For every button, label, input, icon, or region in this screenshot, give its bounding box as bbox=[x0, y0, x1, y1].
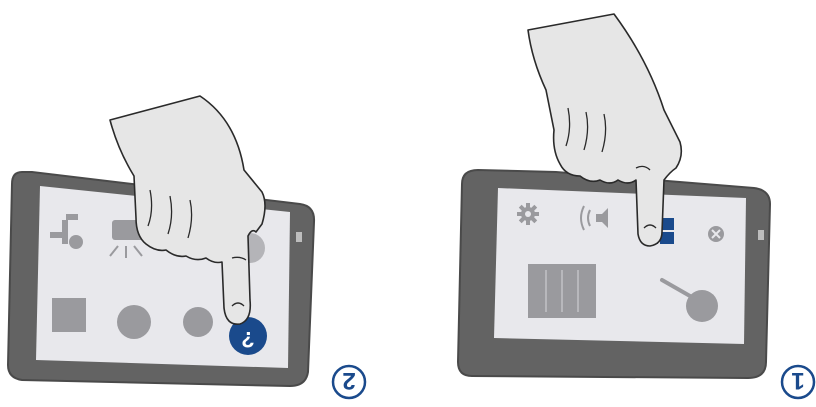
side-button bbox=[758, 230, 764, 240]
step-1-panel: 1 bbox=[458, 14, 814, 398]
bars-icon[interactable] bbox=[528, 264, 596, 318]
step-2-number: 2 bbox=[342, 367, 355, 394]
step-1-badge: 1 bbox=[782, 366, 814, 398]
gear-icon[interactable] bbox=[517, 203, 539, 225]
info-icon: ¿ bbox=[241, 324, 254, 349]
step-2-badge: 2 bbox=[333, 366, 365, 398]
close-icon[interactable] bbox=[708, 226, 724, 242]
square-icon[interactable] bbox=[52, 298, 86, 332]
side-button bbox=[296, 232, 302, 242]
circle-icon[interactable] bbox=[117, 305, 151, 339]
circle-icon[interactable] bbox=[183, 307, 213, 337]
step-1-number: 1 bbox=[791, 367, 804, 394]
step-2-panel: ¿ 2 bbox=[8, 96, 365, 398]
